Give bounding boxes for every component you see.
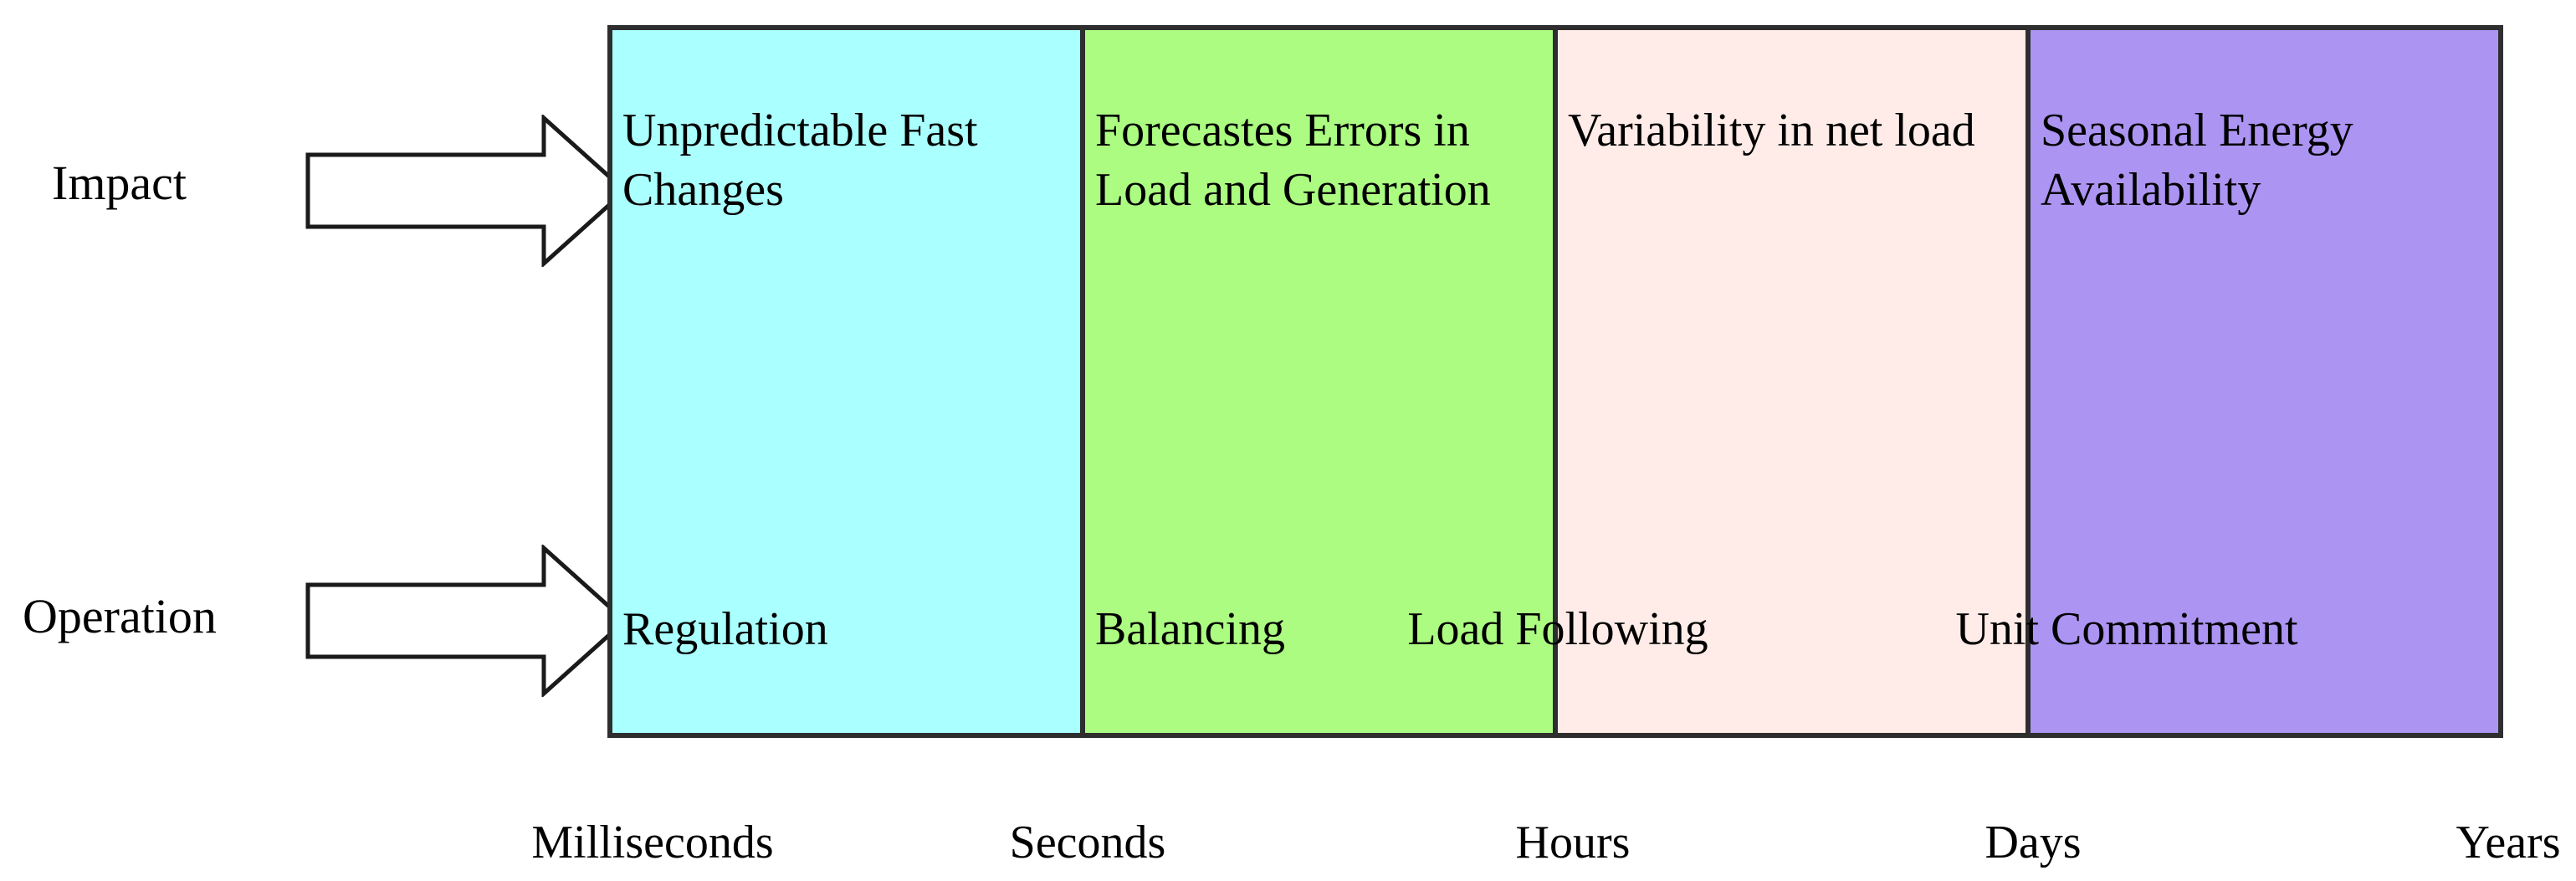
operation-label-load-following: Load Following [1407,603,1708,655]
impact-text: Forecastes Errors in Load and Generation [1095,105,1491,216]
operation-label-regulation: Regulation [622,603,828,655]
impact-row-label: Impact [52,156,187,210]
operation-label-unit-commitment: Unit Commitment [1955,603,2298,655]
timescale-box-net-load: Variability in net load [1553,30,2025,733]
operation-row-label: Operation [23,589,217,643]
impact-text: Seasonal Energy Availability [2041,105,2353,216]
operation-label-balancing: Balancing [1095,603,1286,655]
impact-text: Unpredictable Fast Changes [622,105,978,216]
impact-text: Variability in net load [1568,105,1975,156]
time-label-days: Days [1984,817,2082,868]
operation-arrow-icon [305,545,628,697]
timescale-box-regulation: Unpredictable Fast Changes Regulation [612,30,1080,733]
timescale-box-seasonal: Seasonal Energy Availability [2025,30,2498,733]
impact-arrow-icon [305,115,628,267]
time-label-milliseconds: Milliseconds [531,817,774,868]
timescale-box-balancing: Forecastes Errors in Load and Generation… [1080,30,1553,733]
time-label-hours: Hours [1515,817,1631,868]
timescale-boxes: Unpredictable Fast Changes Regulation Fo… [607,25,2503,738]
time-label-seconds: Seconds [1009,817,1166,868]
time-label-years: Years [2456,817,2561,868]
